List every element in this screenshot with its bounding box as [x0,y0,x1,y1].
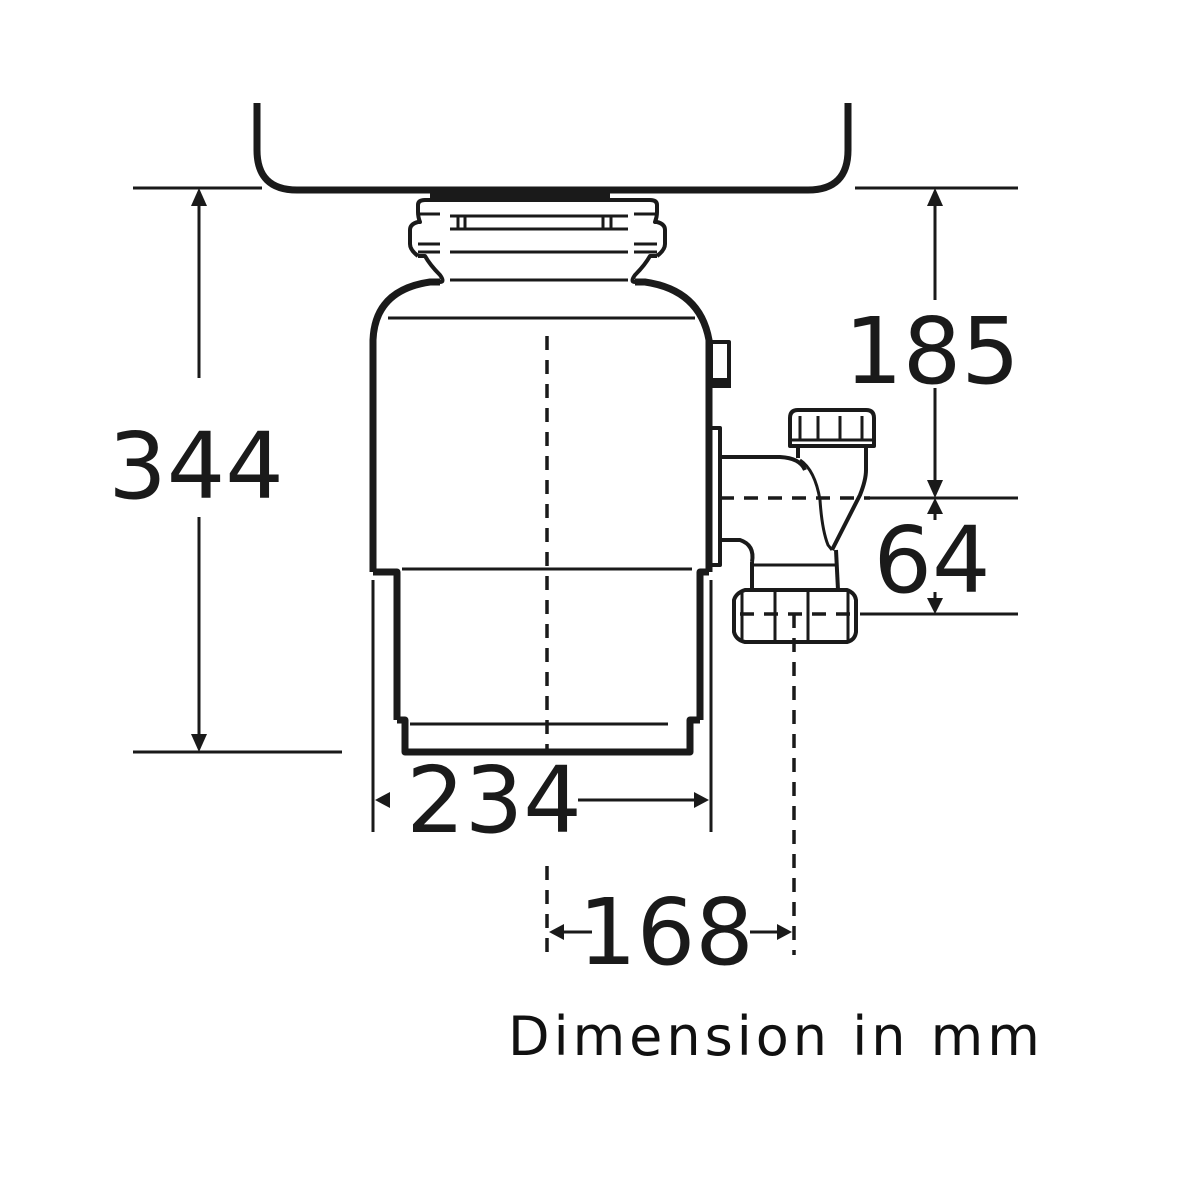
dimension-label-168: 168 [578,879,754,986]
mounting-ring [408,198,667,284]
dimension-185: 185 [844,188,1020,500]
motor-housing [369,278,713,720]
centerline [545,336,870,955]
dimension-label-185: 185 [844,298,1020,405]
units-caption: Dimension in mm [508,1005,1044,1068]
dimension-label-344: 344 [108,413,284,520]
dimension-234: 234 [371,580,713,854]
dimension-64: 64 [860,498,1018,616]
switch-box [709,340,731,388]
dimension-168: 168 [549,879,792,986]
dimension-label-64: 64 [873,507,990,614]
sink-bowl [133,103,1018,194]
discharge-elbow [720,448,868,591]
trap-nut-bottom [732,588,858,644]
trap-nut-top [788,408,876,448]
dimension-344: 344 [108,188,342,754]
dimension-label-234: 234 [406,747,582,854]
